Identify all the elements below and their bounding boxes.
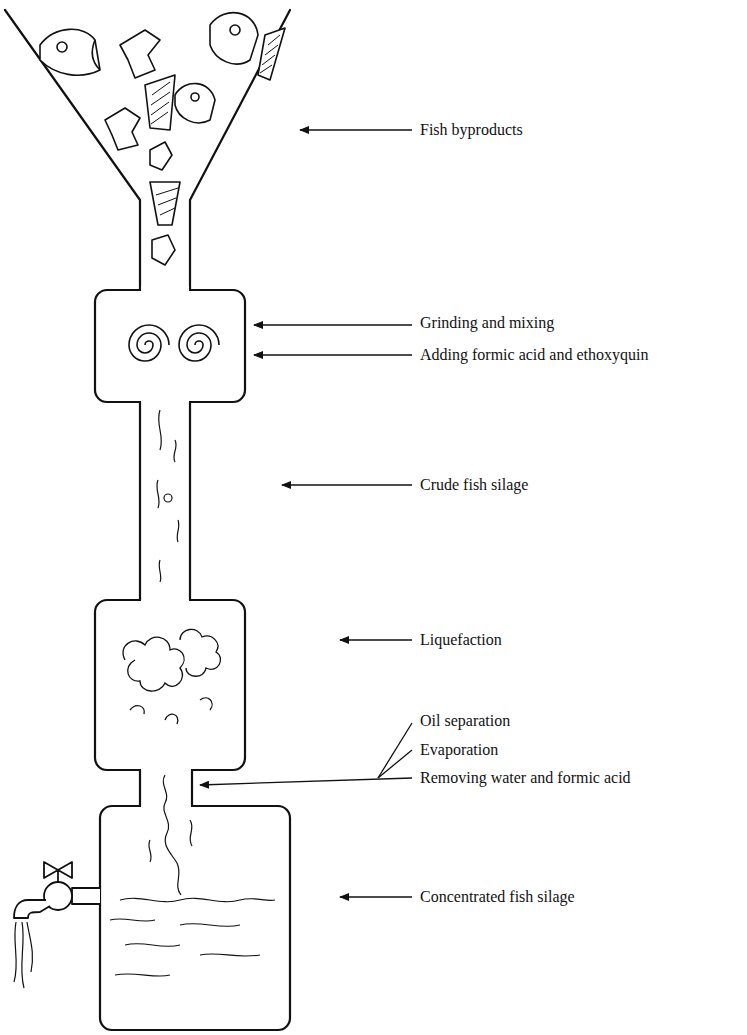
fish-piece — [120, 30, 160, 78]
silage-tank — [100, 806, 290, 1030]
liquefaction-chamber — [95, 600, 245, 770]
fish-fin — [145, 75, 175, 130]
callout-label: Oil separation — [420, 711, 510, 730]
fish-head — [210, 13, 258, 64]
fish-fin — [258, 28, 285, 80]
grinder-chamber — [95, 290, 245, 402]
funnel — [5, 10, 290, 290]
water-stream — [14, 922, 32, 988]
fish-piece — [150, 142, 172, 170]
callout-label: Liquefaction — [420, 630, 502, 649]
callout-label: Adding formic acid and ethoxyquin — [420, 345, 648, 364]
leader-arrow — [340, 896, 412, 897]
callout-label: Concentrated fish silage — [420, 887, 575, 906]
callout-label: Evaporation — [420, 740, 498, 759]
tap-handle — [44, 862, 72, 878]
fish-piece — [105, 108, 140, 150]
leader-arrow — [282, 484, 412, 485]
fish-piece — [152, 235, 175, 265]
liquefaction-swirl — [180, 629, 221, 676]
leader-arrow — [340, 639, 412, 640]
leader-arrow — [254, 324, 412, 325]
callout-label: Fish byproducts — [420, 120, 523, 139]
fish-head — [40, 29, 100, 75]
fish-head — [175, 84, 215, 123]
callout-label: Removing water and formic acid — [420, 768, 631, 787]
leader-line — [378, 723, 412, 778]
callout-label: Crude fish silage — [420, 475, 528, 494]
tap-pipe — [72, 888, 100, 904]
callout-label: Grinding and mixing — [420, 313, 554, 332]
leader-arrow — [200, 778, 412, 785]
tap-spout — [14, 900, 50, 918]
liquefaction-swirl — [123, 637, 184, 691]
pipe — [140, 402, 190, 600]
grinder-spiral — [179, 325, 219, 361]
leader-arrow — [300, 129, 412, 130]
leader-arrow — [254, 354, 412, 355]
grinder-spiral — [129, 325, 169, 361]
liquid-surface — [120, 898, 275, 901]
fish-fin — [150, 182, 180, 225]
leader-line — [378, 750, 412, 778]
